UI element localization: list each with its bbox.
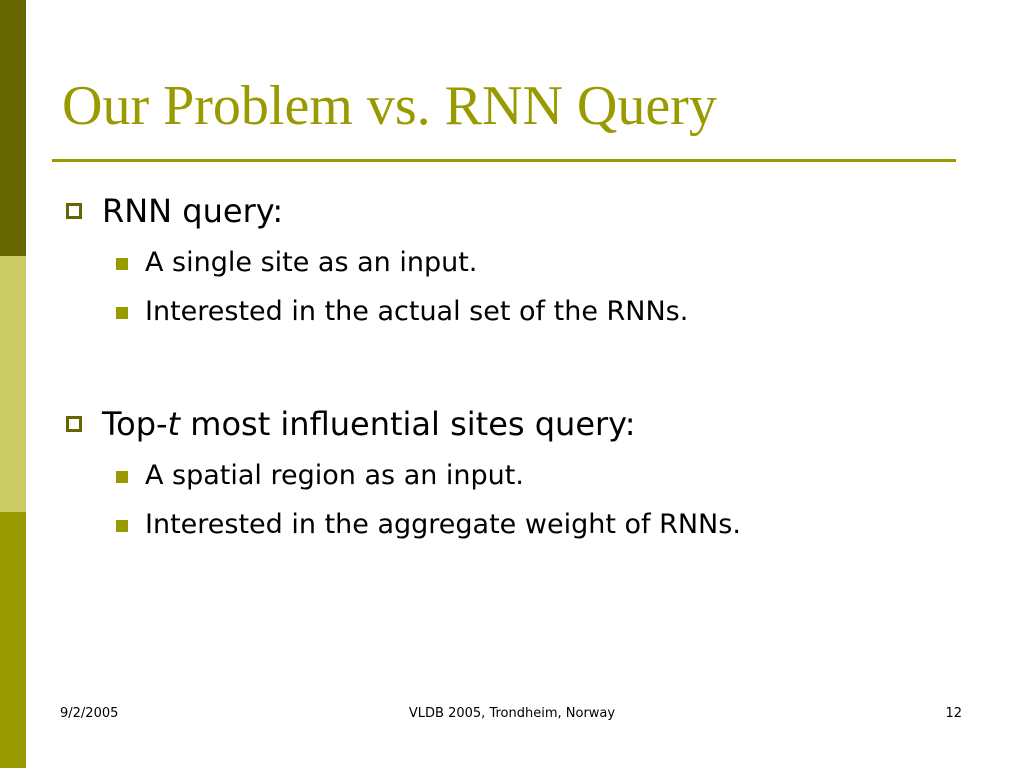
filled-square-bullet-icon [116, 258, 128, 270]
side-bar-olive [0, 512, 26, 768]
filled-square-bullet-icon [116, 520, 128, 532]
footer-conference: VLDB 2005, Trondheim, Norway [408, 706, 616, 721]
footer-page-number: 12 [945, 706, 962, 721]
side-bar-light [0, 256, 26, 512]
title-underline [52, 159, 956, 162]
sub-bullet-text: A spatial region as an input. [145, 460, 524, 491]
slide-title: Our Problem vs. RNN Query [62, 75, 717, 137]
bullet-text: RNN query: [102, 192, 284, 230]
sub-bullet-text: Interested in the aggregate weight of RN… [145, 509, 741, 540]
hollow-square-bullet-icon [66, 203, 82, 219]
bullet-text-italic-t: t [167, 405, 181, 443]
bullet-text: Top-t most influential sites query: [102, 404, 636, 444]
filled-square-bullet-icon [116, 471, 128, 483]
bullet-text-prefix: Top- [102, 405, 168, 443]
hollow-square-bullet-icon [66, 416, 82, 432]
sub-bullet-text: Interested in the actual set of the RNNs… [145, 296, 689, 327]
side-bar-dark [0, 0, 26, 256]
filled-square-bullet-icon [116, 307, 128, 319]
slide-content: RNN query: A single site as an input. In… [66, 192, 741, 540]
bullet-text-suffix: most influential sites query: [180, 405, 636, 443]
sub-bullet-text: A single site as an input. [145, 247, 478, 278]
footer-date: 9/2/2005 [60, 706, 119, 721]
